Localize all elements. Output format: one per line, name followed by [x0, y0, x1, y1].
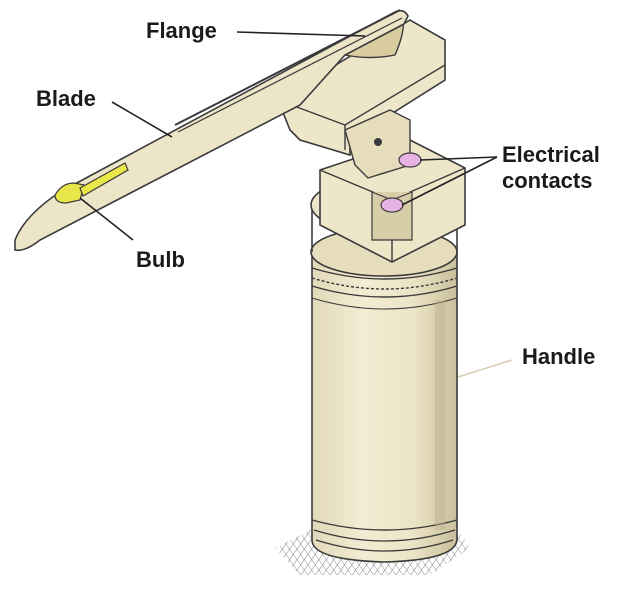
blade-leader — [111, 101, 173, 138]
handle-leader — [457, 359, 513, 378]
electrical-contacts-label-line2: contacts — [502, 168, 593, 193]
blade-label: Blade — [36, 86, 96, 111]
bulb — [54, 162, 129, 204]
contact-upper — [398, 152, 422, 168]
contacts-leader-lower — [401, 156, 498, 206]
bulb-label: Bulb — [136, 247, 185, 272]
handle-body — [311, 249, 458, 563]
handle-label: Handle — [522, 344, 596, 369]
flange-label: Flange — [146, 18, 217, 43]
electrical-contacts-label-line1: Electrical — [502, 142, 600, 167]
blade — [14, 9, 409, 252]
leader-lines — [79, 31, 513, 378]
bulb-leader — [79, 197, 134, 241]
contact-lower — [380, 197, 404, 213]
flange-leader — [236, 31, 366, 37]
contacts-leader-upper — [419, 156, 498, 161]
electrical-contacts — [380, 152, 422, 213]
electrical-contacts-label: Electrical contacts — [502, 142, 630, 194]
